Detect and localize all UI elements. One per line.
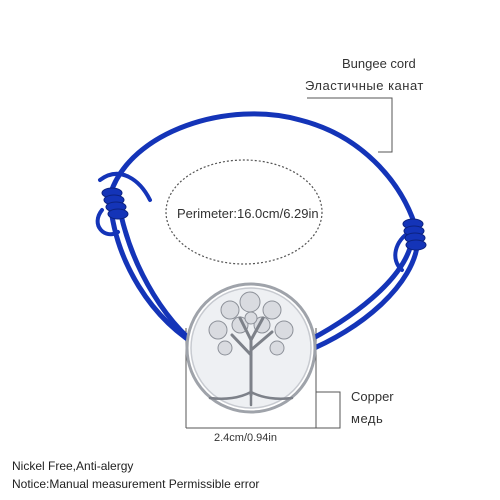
cord-callout-line [307,97,393,153]
tree-trunk [230,316,274,397]
measurement-notice: Notice:Manual measurement Permissible er… [12,477,260,491]
copper-label: Copper [351,389,394,404]
perimeter-ellipse [165,159,323,265]
copper-label-ru: медь [351,411,384,426]
bungee-cord-label-ru: Эластичные канат [305,78,424,93]
tree-roots [208,390,294,407]
nickel-free-note: Nickel Free,Anti-alergy [12,459,134,473]
left-knot [101,187,129,220]
right-knot [402,218,427,251]
cord-right-strand-1 [297,237,415,348]
bungee-cord-label: Bungee cord [342,56,416,71]
tree-foliage [208,291,294,356]
perimeter-label: Perimeter:16.0cm/6.29in [177,206,319,221]
cord-upper-loop [107,111,418,228]
copper-callout-line [316,391,341,429]
tree-of-life-pendant [185,282,317,414]
diameter-label: 2.4cm/0.94in [214,432,277,444]
cord-left-tail-1 [98,172,152,202]
cord-right-strand-2 [302,237,421,355]
bungee-cord [95,111,421,358]
cord-left-tail-2 [95,208,120,237]
